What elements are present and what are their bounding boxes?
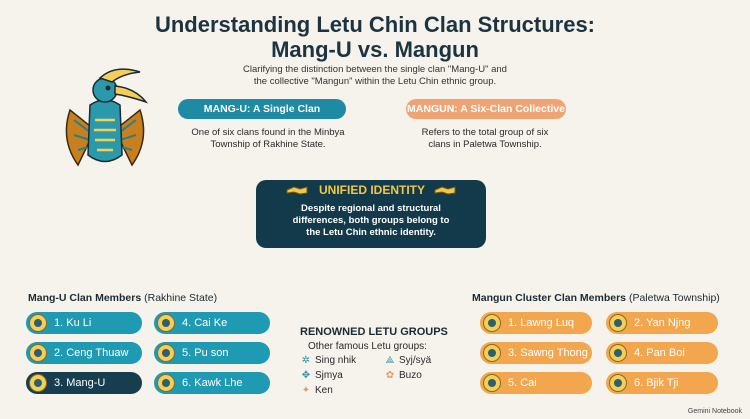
clan-medal-icon bbox=[483, 314, 501, 332]
subtitle-line-2: the collective "Mangun" within the Letu … bbox=[253, 76, 497, 87]
mangun-description: Refers to the total group of six clans i… bbox=[400, 127, 570, 151]
group-item: ✿ Buzo bbox=[384, 370, 422, 382]
brand-watermark: Gemini Notebook bbox=[687, 408, 742, 415]
clan-member-label: 3. Mang-U bbox=[54, 377, 106, 389]
title-line-1: Understanding Letu Chin Clan Structures: bbox=[154, 12, 596, 37]
clan-member-label: 5. Pu son bbox=[182, 347, 229, 359]
clan-member-label: 2. Yan Njng bbox=[634, 317, 691, 329]
mangun-label: MANGUN: A Six-Clan Collective bbox=[406, 99, 566, 119]
clan-member-label: 4. Cai Ke bbox=[182, 317, 228, 329]
group-item-label: Ken bbox=[315, 385, 333, 396]
clan-member-button[interactable]: 3. Sawng Thong bbox=[480, 342, 592, 364]
clan-member-button[interactable]: 6. Kawk Lhe bbox=[154, 372, 270, 394]
clan-member-button[interactable]: 5. Pu son bbox=[154, 342, 270, 364]
group-item: ✲ Sing nhik bbox=[300, 355, 356, 367]
group-item-label: Buzo bbox=[399, 370, 422, 381]
subtitle-line-1: Clarifying the distinction between the s… bbox=[243, 64, 507, 75]
clan-member-label: 1. Lawng Luq bbox=[508, 317, 575, 329]
group-item-label: Sing nhik bbox=[315, 355, 357, 366]
mangun-desc-line-1: Refers to the total group of six bbox=[421, 127, 549, 138]
clan-member-button[interactable]: 2. Yan Njng bbox=[606, 312, 718, 334]
unified-text-line-3: the Letu Chin ethnic identity. bbox=[306, 227, 436, 238]
pattern-icon: ✲ bbox=[301, 355, 311, 366]
heading-bold: Mang-U bbox=[28, 292, 67, 304]
unified-text-line-1: Despite regional and structural bbox=[301, 203, 441, 214]
mang-u-description: One of six clans found in the Minbya Tow… bbox=[178, 127, 358, 151]
clan-member-button[interactable]: 2. Ceng Thuaw bbox=[26, 342, 142, 364]
clan-member-button-selected[interactable]: 3. Mang-U bbox=[26, 372, 142, 394]
unified-identity-title: UNIFIED IDENTITY bbox=[318, 183, 425, 197]
heading-bold: Mangun Cluster Clan Members bbox=[472, 292, 627, 304]
clan-medal-icon bbox=[157, 374, 175, 392]
pattern-icon: ✥ bbox=[301, 370, 311, 381]
mang-u-desc-line-2: Township of Rakhine State. bbox=[210, 139, 326, 150]
clan-member-button[interactable]: 5. Cai bbox=[480, 372, 592, 394]
clan-medal-icon bbox=[157, 314, 175, 332]
heading-paren: (Rakhine State) bbox=[141, 292, 218, 304]
clan-member-button[interactable]: 4. Cai Ke bbox=[154, 312, 270, 334]
clan-member-label: 6. Kawk Lhe bbox=[182, 377, 243, 389]
pattern-icon: ✿ bbox=[385, 370, 395, 381]
page-title: Understanding Letu Chin Clan Structures:… bbox=[140, 12, 610, 62]
clan-medal-icon bbox=[29, 374, 47, 392]
clan-member-label: 3. Sawng Thong bbox=[508, 347, 588, 359]
handshake-icon bbox=[286, 186, 308, 195]
clan-medal-icon bbox=[609, 374, 627, 392]
mangun-desc-line-2: clans in Paletwa Township. bbox=[428, 139, 542, 150]
pattern-icon: ⟁ bbox=[385, 355, 395, 366]
unified-identity-text: Despite regional and structural differen… bbox=[268, 203, 474, 239]
clan-member-button[interactable]: 6. Bjik Tji bbox=[606, 372, 718, 394]
clan-member-button[interactable]: 4. Pan Boi bbox=[606, 342, 718, 364]
clan-medal-icon bbox=[609, 344, 627, 362]
renowned-groups-title: RENOWNED LETU GROUPS bbox=[300, 326, 448, 338]
clan-medal-icon bbox=[157, 344, 175, 362]
clan-medal-icon bbox=[483, 344, 501, 362]
clan-medal-icon bbox=[29, 344, 47, 362]
hornbill-emblem-icon bbox=[65, 68, 149, 167]
handshake-icon bbox=[434, 186, 456, 195]
clan-medal-icon bbox=[29, 314, 47, 332]
clan-member-label: 1. Ku Li bbox=[54, 317, 92, 329]
mang-u-label: MANG-U: A Single Clan bbox=[178, 99, 346, 119]
mang-u-section-heading: Mang-U Clan Members (Rakhine State) bbox=[28, 292, 288, 304]
page-subtitle: Clarifying the distinction between the s… bbox=[210, 64, 540, 88]
group-item: ✦ Ken bbox=[300, 385, 333, 397]
mangun-section-heading: Mangun Cluster Clan Members (Paletwa Tow… bbox=[472, 292, 742, 304]
group-item-label: Sjmya bbox=[315, 370, 343, 381]
clan-member-label: 4. Pan Boi bbox=[634, 347, 685, 359]
renowned-groups-subtitle: Other famous Letu groups: bbox=[308, 341, 427, 352]
heading-rest: Clan Members bbox=[66, 292, 142, 304]
clan-member-label: 5. Cai bbox=[508, 377, 537, 389]
clan-medal-icon bbox=[483, 374, 501, 392]
clan-member-button[interactable]: 1. Ku Li bbox=[26, 312, 142, 334]
clan-medal-icon bbox=[609, 314, 627, 332]
title-line-2: Mang-U vs. Mangun bbox=[271, 37, 479, 62]
heading-paren: (Paletwa Township) bbox=[626, 292, 720, 304]
group-item-label: Syj/syä bbox=[399, 355, 432, 366]
group-item: ⟁ Syj/syä bbox=[384, 355, 432, 367]
clan-member-label: 2. Ceng Thuaw bbox=[54, 347, 129, 359]
clan-member-button[interactable]: 1. Lawng Luq bbox=[480, 312, 592, 334]
group-item: ✥ Sjmya bbox=[300, 370, 343, 382]
clan-member-label: 6. Bjik Tji bbox=[634, 377, 679, 389]
pattern-icon: ✦ bbox=[301, 385, 311, 396]
unified-text-line-2: differences, both groups belong to bbox=[292, 215, 450, 226]
mang-u-desc-line-1: One of six clans found in the Minbya bbox=[191, 127, 345, 138]
